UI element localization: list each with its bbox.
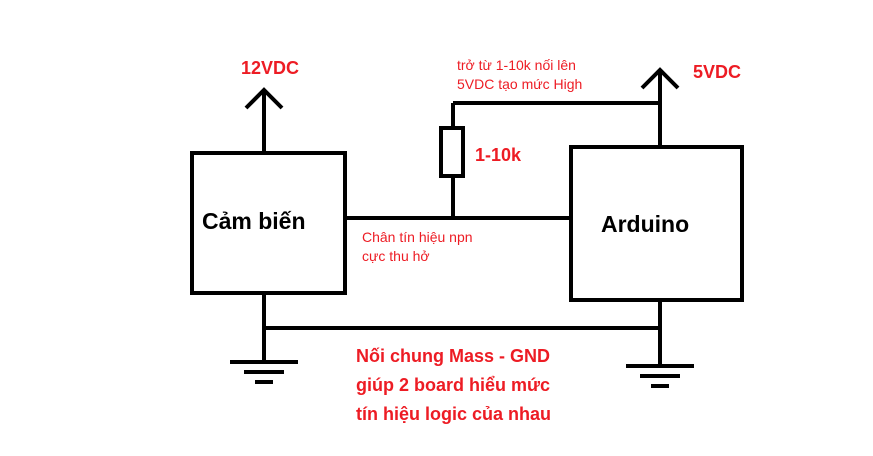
- ground-note-line-1: Nối chung Mass - GND: [356, 346, 551, 366]
- pullup-note: trở từ 1-10k nối lên 5VDC tạo mức High: [457, 56, 582, 94]
- ground-note-line-2: giúp 2 board hiểu mức: [356, 375, 551, 395]
- signal-note-line-2: cực thu hở: [362, 248, 430, 264]
- resistor-symbol: [439, 126, 465, 178]
- label-12vdc: 12VDC: [241, 58, 300, 78]
- ground-note-line-3: tín hiệu logic của nhau: [356, 404, 552, 424]
- signal-note: Chân tín hiệu npn cực thu hở: [362, 228, 473, 266]
- supply-12v-arrow-icon: [244, 87, 284, 110]
- supply-5v-arrow-icon: [640, 67, 680, 90]
- signal-note-line-1: Chân tín hiệu npn: [362, 229, 473, 245]
- pullup-note-line-1: trở từ 1-10k nối lên: [457, 57, 576, 73]
- arduino-box-title: Arduino: [601, 211, 690, 237]
- ground-note: Nối chung Mass - GND giúp 2 board hiểu m…: [356, 342, 551, 429]
- arduino-ground-icon: [626, 364, 694, 388]
- resistor-value-label: 1-10k: [475, 145, 522, 165]
- pullup-note-line-2: 5VDC tạo mức High: [457, 76, 583, 92]
- label-5vdc: 5VDC: [693, 62, 742, 82]
- sensor-ground-icon: [230, 360, 298, 384]
- sensor-box: [190, 151, 347, 295]
- arduino-box: [569, 145, 744, 302]
- sensor-box-title: Cảm biến: [202, 208, 306, 234]
